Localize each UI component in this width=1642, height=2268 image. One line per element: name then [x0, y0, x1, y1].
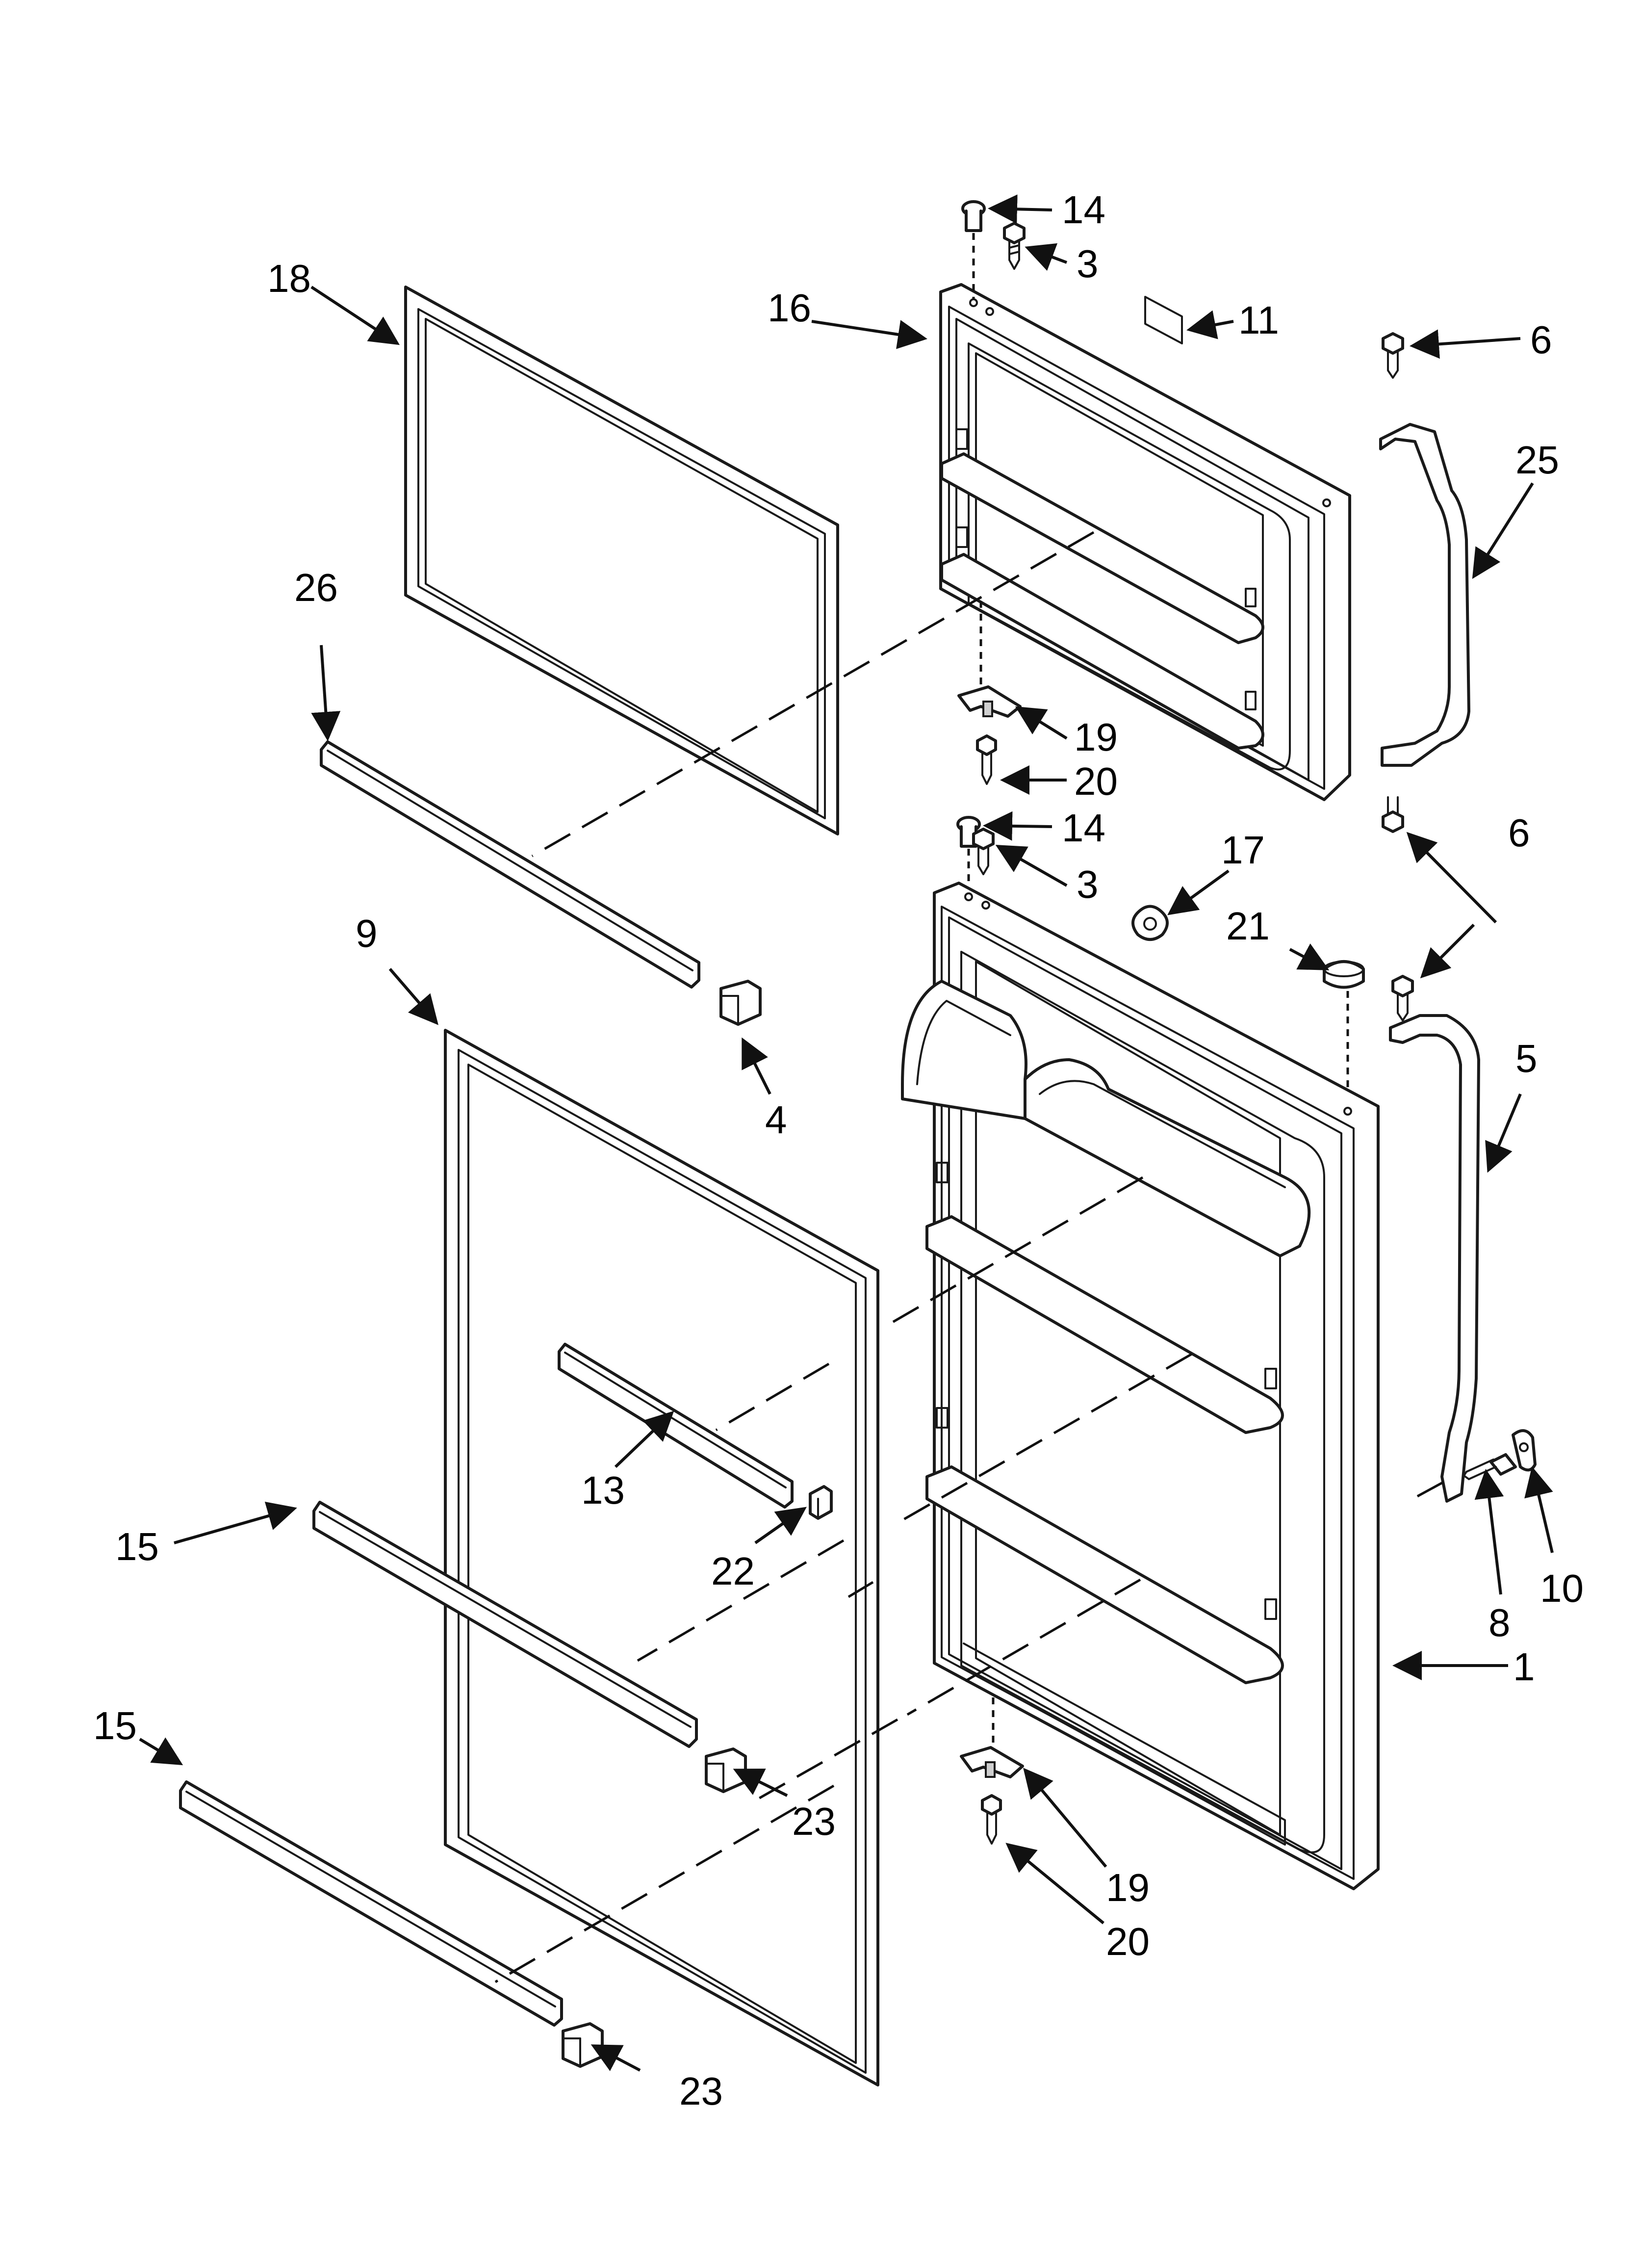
callout-9: 9 — [356, 912, 378, 955]
trim-clip — [809, 1485, 833, 1520]
callout-leaders — [139, 194, 1554, 2072]
callout-6-mid: 6 — [1508, 811, 1530, 855]
callout-23-upper: 23 — [792, 1799, 836, 1843]
door-bar-end-cap-upper — [705, 1747, 747, 1793]
callout-1: 1 — [1513, 1645, 1535, 1689]
center-hinge-screw — [976, 734, 997, 785]
freezer-door — [939, 283, 1351, 801]
callout-6-top: 6 — [1530, 318, 1552, 362]
freezer-handle-screw-top — [1382, 332, 1404, 379]
bottom-hinge-bracket — [960, 1746, 1024, 1778]
callout-25: 25 — [1515, 438, 1559, 482]
freezer-hinge-pin-cover — [961, 200, 986, 232]
screw-cap — [1512, 1429, 1537, 1472]
callout-13: 13 — [581, 1468, 625, 1512]
freezer-shelf-trim — [320, 740, 700, 989]
callout-14-mid: 14 — [1062, 806, 1105, 850]
callout-21: 21 — [1226, 904, 1270, 948]
callout-3-mid: 3 — [1077, 862, 1099, 906]
callout-17: 17 — [1221, 828, 1265, 872]
fresh-food-handle-screw — [1391, 975, 1414, 1021]
center-hinge-bracket — [957, 685, 1022, 718]
callout-19-bottom: 19 — [1106, 1866, 1150, 1909]
callout-15-lower: 15 — [93, 1704, 137, 1747]
callout-16: 16 — [768, 286, 811, 330]
assembly-lines — [494, 531, 1193, 1983]
fresh-food-top-hinge-screw — [972, 828, 995, 875]
callout-20-bottom: 20 — [1106, 1920, 1150, 1963]
callout-22: 22 — [711, 1549, 755, 1593]
freezer-handle-screw-bottom — [1382, 796, 1404, 833]
callout-3-top: 3 — [1077, 242, 1099, 286]
callout-8: 8 — [1488, 1601, 1511, 1644]
bottom-hinge-screw — [981, 1794, 1002, 1845]
door-stop — [1131, 905, 1169, 941]
callout-14-top: 14 — [1062, 188, 1105, 232]
freezer-top-hinge-screw — [1003, 222, 1026, 270]
fresh-food-door — [901, 882, 1380, 1890]
callout-5: 5 — [1515, 1037, 1538, 1080]
trim-end-cap-upper — [719, 980, 762, 1026]
callout-4: 4 — [765, 1098, 787, 1142]
callout-23-lower: 23 — [679, 2069, 723, 2113]
model-label — [1144, 296, 1183, 344]
callout-19-top: 19 — [1074, 715, 1118, 759]
callout-11: 11 — [1238, 298, 1279, 342]
hinge-hole-plug — [1323, 960, 1365, 989]
callout-labels: 14 3 16 11 6 18 25 26 19 20 14 3 17 21 6… — [93, 188, 1584, 2113]
door-bar-end-cap-lower — [562, 2022, 604, 2068]
door-shelf-bar-lower — [179, 1780, 563, 2027]
handle-mounting-screw — [1463, 1453, 1517, 1480]
fresh-food-door-gasket — [444, 1029, 879, 2086]
callout-20-top: 20 — [1074, 759, 1118, 803]
callout-18: 18 — [267, 257, 311, 300]
fresh-food-handle — [1389, 1014, 1480, 1503]
callout-15-upper: 15 — [115, 1525, 159, 1568]
door-shelf-bar-upper — [312, 1501, 698, 1748]
freezer-handle — [1379, 423, 1470, 767]
crisper-shelf-trim — [558, 1343, 794, 1509]
callout-26: 26 — [294, 566, 338, 609]
callout-10: 10 — [1540, 1566, 1584, 1610]
freezer-door-gasket — [404, 286, 839, 835]
